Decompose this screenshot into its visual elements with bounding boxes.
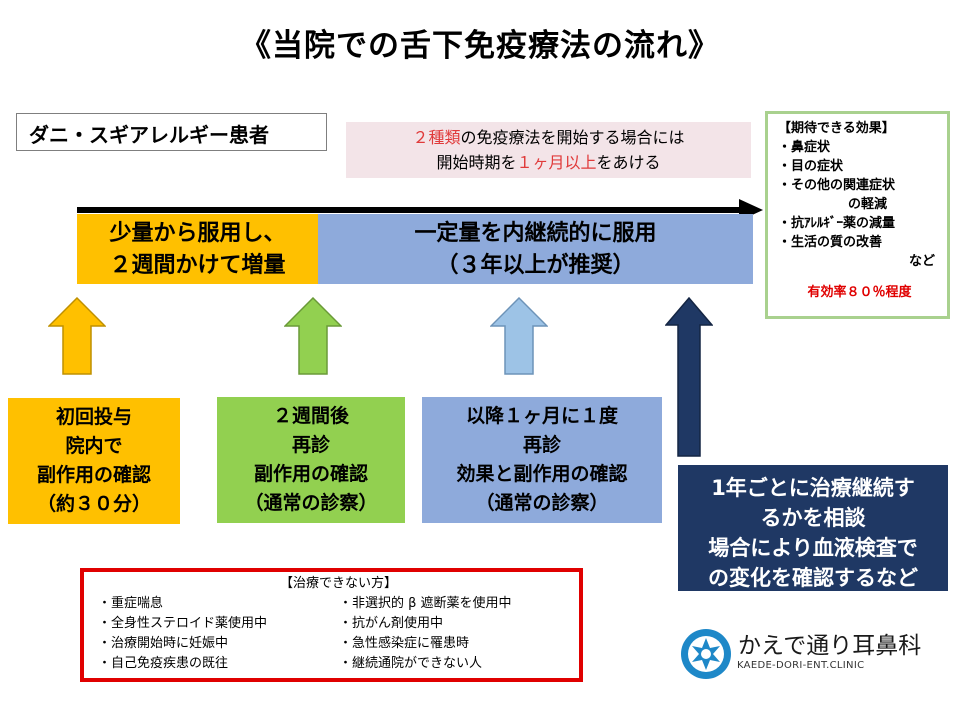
note-highlight-1: ２種類 [412, 128, 461, 147]
step-yearly-review: 1年ごとに治療継続す るかを相談 場合により血液検査で の変化を確認するなど [678, 465, 948, 591]
step-first-dose: 初回投与 院内で 副作用の確認 （約３０分） [8, 398, 180, 524]
step-monthly-visit: 以降１ヶ月に１度 再診 効果と副作用の確認 （通常の診察） [422, 397, 662, 523]
effectiveness-rate: 有効率８０％程度 [807, 285, 912, 300]
contraindications-left: ・重症喘息 ・全身性ステロイド薬使用中 ・治療開始時に妊娠中 ・自己免疫疾患の既… [98, 596, 268, 671]
contraindications-right: ・非選択的 β 遮断薬を使用中 ・抗がん剤使用中 ・急性感染症に罹患時 ・継続通… [339, 596, 512, 671]
contraindications-box: 【治療できない方】 ・重症喘息 ・全身性ステロイド薬使用中 ・治療開始時に妊娠中… [80, 568, 583, 682]
benefits-header: 【期待できる効果】 [778, 121, 895, 136]
phase-dose-escalation: 少量から服用し、 ２週間かけて増量 [77, 214, 318, 284]
up-arrow-light-blue [490, 297, 548, 375]
note-line-1: ２種類の免疫療法を開始する場合には [412, 128, 685, 147]
page-title: 《当院での舌下免疫療法の流れ》 [240, 28, 720, 64]
clinic-name-en: KAEDE-DORI-ENT.CLINIC [737, 660, 865, 671]
up-arrow-yellow [48, 297, 106, 375]
note-line-2: 開始時期を１ヶ月以上をあける [436, 153, 661, 172]
step-two-week-visit: ２週間後 再診 副作用の確認 （通常の診察） [217, 397, 405, 523]
expected-benefits-box: 【期待できる効果】 ・鼻症状 ・目の症状 ・その他の関連症状 の軽減 ・抗ｱﾚﾙ… [765, 111, 950, 319]
clinic-logo-icon [681, 629, 731, 679]
contraindications-header: 【治療できない方】 [279, 576, 397, 591]
clinic-name: かえで通り耳鼻科 [738, 633, 922, 659]
up-arrow-navy [665, 297, 713, 457]
up-arrow-green [284, 297, 342, 375]
note-highlight-2: １ヶ月以上 [516, 153, 597, 172]
phase-maintenance: 一定量を内継続的に服用 （３年以上が推奨） [318, 214, 753, 284]
patient-label: ダニ・スギアレルギー患者 [16, 113, 327, 151]
start-interval-note: ２種類の免疫療法を開始する場合には 開始時期を１ヶ月以上をあける [346, 122, 751, 178]
